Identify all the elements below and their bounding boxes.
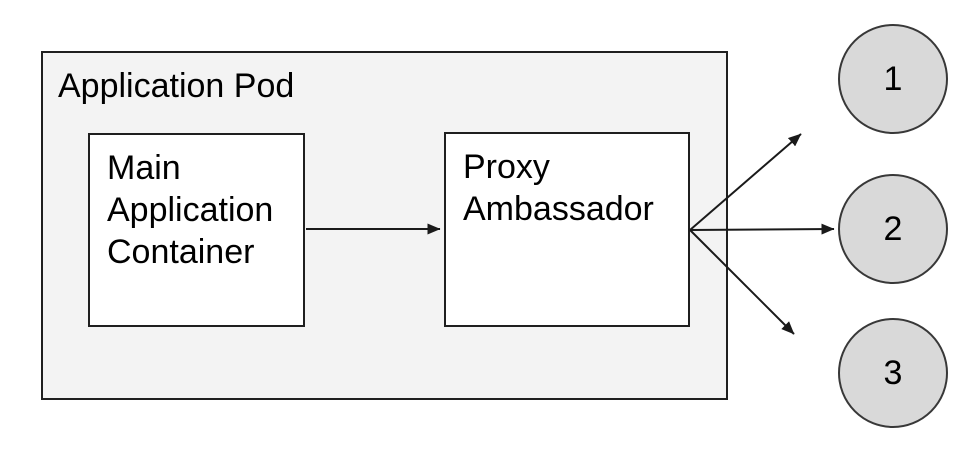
endpoint-circle-1: 1	[838, 24, 948, 134]
main-application-container-box: Main Application Container	[88, 133, 305, 327]
application-pod-box: Application Pod Main Application Contain…	[41, 51, 728, 400]
main-application-container-label: Main Application Container	[107, 149, 274, 271]
endpoint-circle-3: 3	[838, 318, 948, 428]
endpoint-2-label: 2	[883, 209, 903, 248]
endpoint-3-label: 3	[883, 353, 903, 392]
endpoint-1-label: 1	[883, 59, 903, 98]
endpoint-circle-2: 2	[838, 174, 948, 284]
proxy-ambassador-label: Proxy Ambassador	[463, 148, 654, 228]
proxy-ambassador-box: Proxy Ambassador	[444, 132, 690, 327]
application-pod-label: Application Pod	[58, 67, 295, 105]
